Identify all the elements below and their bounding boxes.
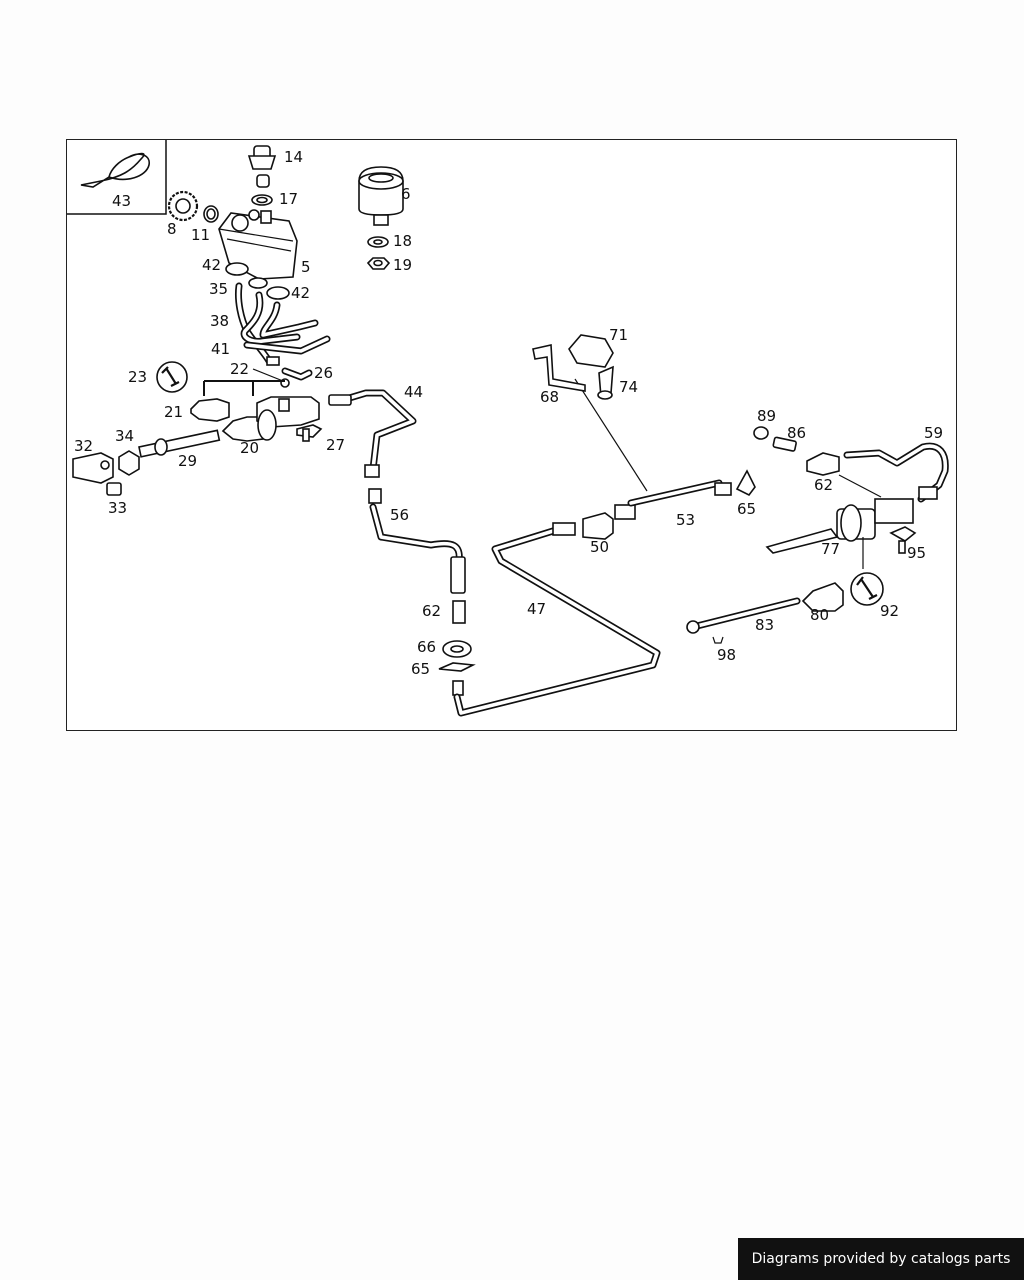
callout-47: 47 [527, 600, 546, 618]
connector-50 [552, 378, 756, 540]
hose-56 [368, 488, 476, 696]
bracket-68 [532, 334, 614, 400]
callout-32: 32 [74, 437, 93, 455]
callout-26: 26 [314, 364, 333, 382]
hose-clips-42 [225, 262, 290, 300]
callout-65-left: 65 [411, 660, 430, 678]
callout-95: 95 [907, 544, 926, 562]
diagram-drawing: 43 14 17 6 8 11 5 18 19 42 35 42 38 41 2… [67, 140, 949, 717]
callout-66: 66 [417, 638, 436, 656]
pushrod-29 [72, 429, 221, 496]
callout-92: 92 [880, 602, 899, 620]
callout-83: 83 [755, 616, 774, 634]
hoses [235, 282, 331, 388]
service-wrench-23 [156, 361, 285, 396]
callout-41: 41 [211, 340, 230, 358]
callout-18: 18 [393, 232, 412, 250]
filler-cap-8 [167, 190, 219, 223]
slave-cylinder-hose-59 [753, 426, 949, 503]
callout-42-top: 42 [202, 256, 221, 274]
footer-credit-text: Diagrams provided by catalogs parts [751, 1251, 1011, 1267]
callout-14: 14 [284, 148, 303, 166]
callout-19: 19 [393, 256, 412, 274]
callout-50: 50 [590, 538, 609, 556]
sensor-14 [247, 145, 277, 206]
pipe-47 [453, 527, 661, 717]
callout-98: 98 [717, 646, 736, 664]
reservoir-5 [218, 209, 298, 280]
callout-34: 34 [115, 427, 134, 445]
pipe-44 [328, 389, 417, 478]
callout-33: 33 [108, 499, 127, 517]
callout-56: 56 [390, 506, 409, 524]
callout-53: 53 [676, 511, 695, 529]
callout-21: 21 [164, 403, 183, 421]
callout-77: 77 [821, 540, 840, 558]
callout-38: 38 [210, 312, 229, 330]
callout-89: 89 [757, 407, 776, 425]
callout-59: 59 [924, 424, 943, 442]
callout-71: 71 [609, 326, 628, 344]
callout-6: 6 [401, 185, 411, 203]
callout-11: 11 [191, 226, 210, 244]
callout-22: 22 [230, 360, 249, 378]
footer-credit-badge: Diagrams provided by catalogs parts [738, 1238, 1024, 1280]
callout-68: 68 [540, 388, 559, 406]
callout-8: 8 [167, 220, 177, 238]
callout-23: 23 [128, 368, 147, 386]
callout-27: 27 [326, 436, 345, 454]
master-cylinder-20 [190, 396, 323, 442]
callout-29: 29 [178, 452, 197, 470]
cable-tie-inset [67, 140, 167, 215]
callout-44: 44 [404, 383, 423, 401]
callout-74: 74 [619, 378, 638, 396]
callout-42-right: 42 [291, 284, 310, 302]
reservoir-cap-6 [358, 166, 404, 270]
callout-80: 80 [810, 606, 829, 624]
callout-17: 17 [279, 190, 298, 208]
callout-62-left: 62 [422, 602, 441, 620]
slave-cylinder-77 [765, 498, 917, 569]
parts-diagram: 43 14 17 6 8 11 5 18 19 42 35 42 38 41 2… [66, 139, 957, 731]
callout-5: 5 [301, 258, 311, 276]
callout-20: 20 [240, 439, 259, 457]
callout-62-right: 62 [814, 476, 833, 494]
callout-65-right: 65 [737, 500, 756, 518]
callout-43: 43 [112, 192, 131, 210]
callout-35: 35 [209, 280, 228, 298]
release-rod-83 [686, 572, 884, 644]
callout-86: 86 [787, 424, 806, 442]
